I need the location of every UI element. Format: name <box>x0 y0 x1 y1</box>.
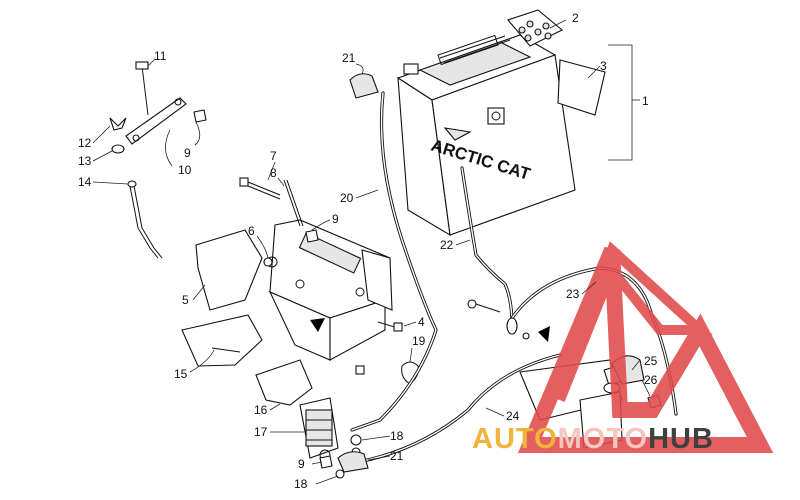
callout-9-mid: 9 <box>332 212 339 226</box>
terminal-bolt-kit <box>507 9 563 47</box>
ring-terminal <box>467 299 530 340</box>
watermark-text: AUTOMOTOHUB <box>472 423 714 455</box>
washer-18-lower <box>335 469 345 479</box>
callout-21-top: 21 <box>342 51 356 65</box>
battery-tray-bracket <box>266 219 393 361</box>
washer-6 <box>263 257 273 267</box>
callout-22: 22 <box>440 238 454 252</box>
callout-9-lower: 9 <box>298 457 305 471</box>
callout-23: 23 <box>566 287 580 301</box>
terminal-boot-top <box>349 73 379 99</box>
callout-14: 14 <box>78 175 92 189</box>
battery: ARCTIC CAT <box>396 34 576 237</box>
callout-11: 11 <box>154 49 167 63</box>
callout-16: 16 <box>254 403 268 417</box>
callout-6: 6 <box>248 224 255 238</box>
cover-plate <box>181 314 263 367</box>
callout-3: 3 <box>600 59 607 73</box>
callout-2: 2 <box>572 11 579 25</box>
callout-18: 18 <box>390 429 404 443</box>
washer-18 <box>350 434 362 446</box>
relay-plate <box>255 359 313 406</box>
direction-arrow <box>538 326 550 342</box>
wing-nut <box>109 117 127 131</box>
nut-9-top <box>193 109 207 123</box>
callouts: 2 3 1 11 12 13 9 10 14 7 8 9 6 5 4 19 15… <box>78 11 658 491</box>
callout-17: 17 <box>254 425 268 439</box>
callout-18-lower: 18 <box>294 477 308 491</box>
terminal-boot-bottom <box>337 451 369 473</box>
callout-26: 26 <box>644 373 658 387</box>
callout-19: 19 <box>412 334 426 348</box>
tray-rod <box>283 179 304 227</box>
callout-8: 8 <box>270 166 277 180</box>
callout-12: 12 <box>78 136 92 150</box>
relay-block <box>299 397 339 461</box>
callout-9-top: 9 <box>184 146 191 160</box>
nut-9-mid <box>305 229 319 243</box>
tray-plate <box>195 229 263 311</box>
bracket-bolt <box>377 321 403 332</box>
callout-10: 10 <box>178 163 192 177</box>
callout-24: 24 <box>506 409 520 423</box>
warning-label-sheet <box>557 59 606 116</box>
callout-4: 5 <box>182 293 189 307</box>
tray-bolt <box>239 177 281 200</box>
lower-bolt <box>355 365 365 375</box>
hook-rod <box>129 185 159 259</box>
callout-1: 1 <box>642 94 649 108</box>
callout-15: 15 <box>174 367 188 381</box>
battery-assembly-bracket <box>608 44 633 161</box>
callout-5: 4 <box>418 315 425 329</box>
callout-13: 13 <box>78 154 92 168</box>
hold-down-strap <box>125 61 187 145</box>
nut-9-lower <box>319 455 333 469</box>
automotohub-watermark <box>517 241 774 453</box>
callout-25: 25 <box>644 354 658 368</box>
callout-21-lower: 21 <box>390 449 404 463</box>
callout-20: 20 <box>340 191 354 205</box>
washer <box>111 144 125 154</box>
callout-7: 7 <box>270 149 277 163</box>
